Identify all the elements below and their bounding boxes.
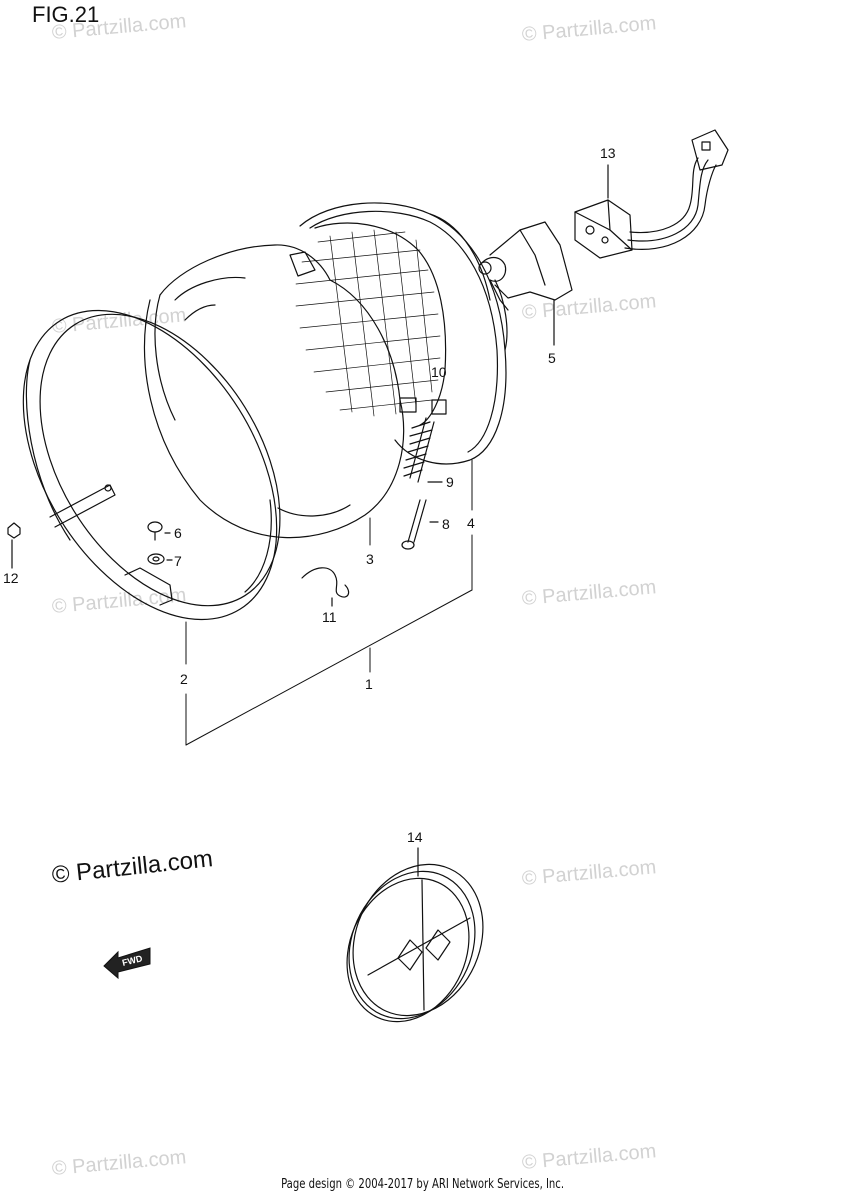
figure-title: FIG.21 — [32, 2, 100, 27]
callout-12: 12 — [3, 570, 19, 586]
callout-14: 14 — [407, 829, 423, 845]
headlight-rim — [0, 265, 330, 665]
callout-6: 6 — [174, 525, 182, 541]
fwd-label: FWD — [121, 953, 144, 968]
socket-5 — [479, 222, 572, 345]
callout-11: 11 — [322, 609, 337, 625]
callout-bracket-lines — [186, 460, 472, 745]
callout-13: 13 — [600, 145, 616, 161]
headlight-lens-14 — [325, 844, 506, 1042]
callout-8: 8 — [442, 516, 450, 532]
washer-7 — [148, 554, 172, 564]
callout-4: 4 — [467, 515, 475, 531]
spring-clip-11 — [302, 568, 349, 606]
callout-7: 7 — [174, 553, 182, 569]
callout-1: 1 — [365, 676, 373, 692]
nut-12 — [8, 523, 20, 568]
page-footer: Page design © 2004-2017 by ARI Network S… — [281, 1177, 565, 1192]
callout-2: 2 — [180, 671, 188, 687]
spring-9 — [404, 418, 442, 482]
callout-9: 9 — [446, 474, 454, 490]
callout-3: 3 — [366, 551, 374, 567]
headlight-case — [144, 245, 403, 538]
callout-10: 10 — [431, 364, 447, 380]
forward-arrow-icon: FWD — [104, 948, 150, 978]
wiring-harness-13 — [575, 130, 728, 258]
screw-8 — [402, 500, 438, 549]
screw-6 — [148, 522, 170, 540]
headlight-housing — [296, 203, 508, 464]
callout-5: 5 — [548, 350, 556, 366]
